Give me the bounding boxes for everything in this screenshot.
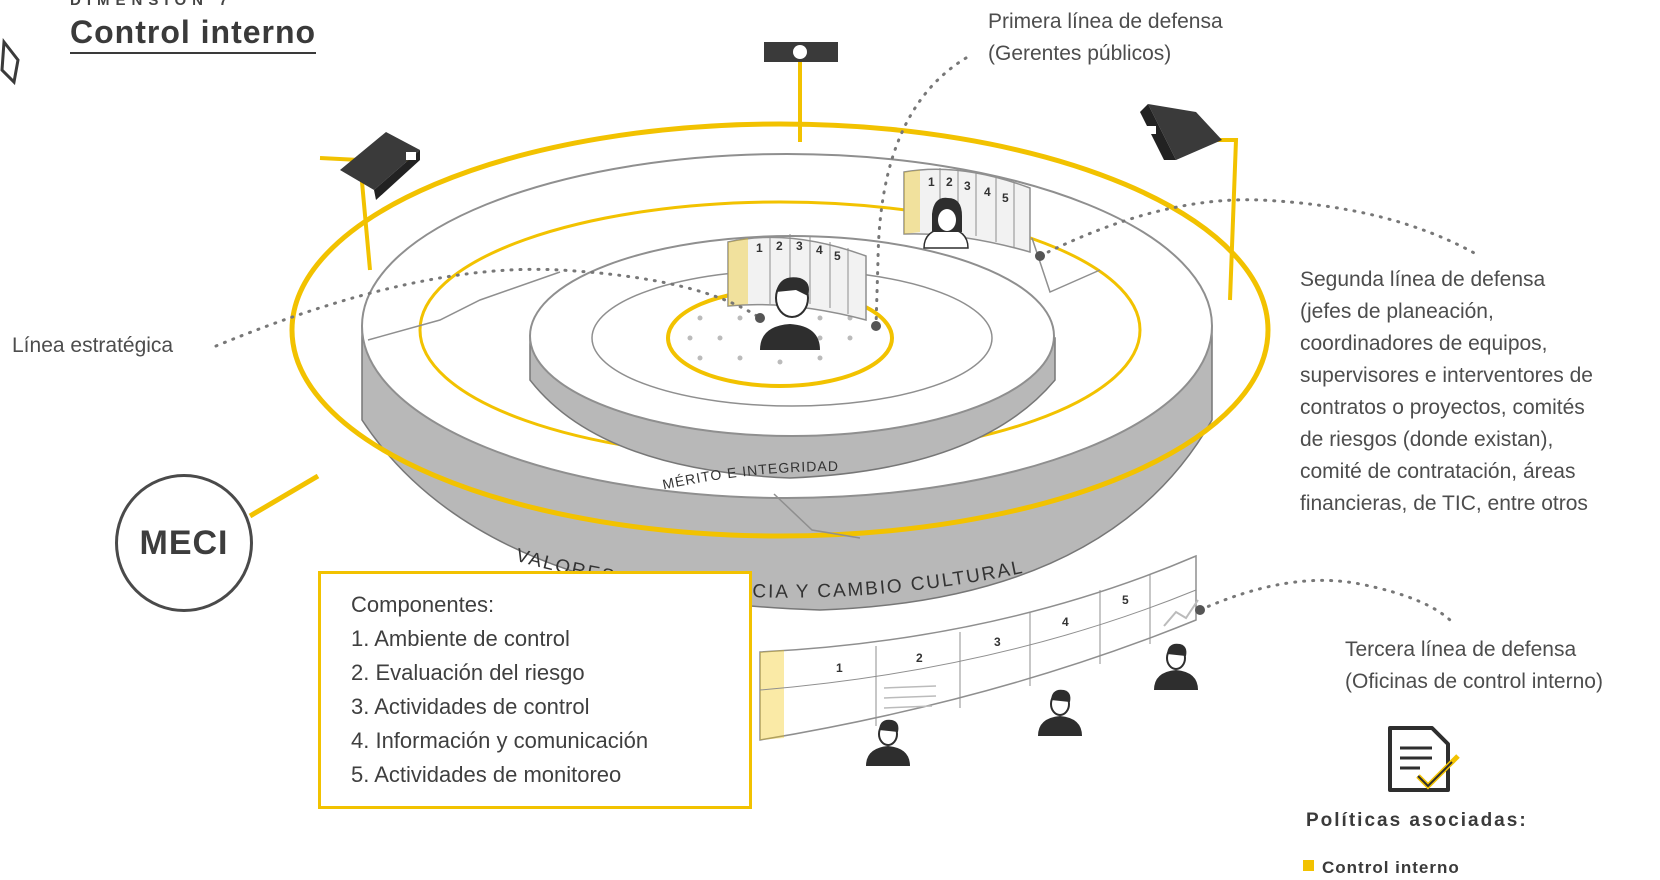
outer-wall-num: 3 xyxy=(994,635,1001,649)
center-panel-num: 5 xyxy=(834,249,841,263)
center-panel-num: 2 xyxy=(776,239,783,253)
center-panel-num: 1 xyxy=(756,241,763,255)
third-line-detail: (Oficinas de control interno) xyxy=(1345,670,1603,693)
center-dots xyxy=(687,315,853,365)
camera-right-icon xyxy=(1140,104,1222,160)
component-item: 3. Actividades de control xyxy=(351,694,590,719)
dimension-kicker: DIMENSIÓN 7 xyxy=(70,0,234,9)
camera-top-icon xyxy=(764,42,838,62)
strategic-person-icon xyxy=(760,277,820,350)
center-panel-num: 4 xyxy=(816,243,823,257)
second-line-text: comité de contratación, áreas xyxy=(1300,460,1576,483)
first-line-person-icon xyxy=(923,197,969,249)
first-line-title: Primera línea de defensa xyxy=(988,10,1223,33)
callout-dots xyxy=(755,251,1205,615)
components-list: 1. Ambiente de control 2. Evaluación del… xyxy=(351,622,749,792)
second-line-text: contratos o proyectos, comités xyxy=(1300,396,1585,419)
meci-connector xyxy=(248,473,320,519)
page-title: Control interno xyxy=(70,14,317,54)
components-title: Componentes: xyxy=(351,592,495,617)
third-line-person-icon xyxy=(866,719,910,766)
second-line-text: de riesgos (donde existan), xyxy=(1300,428,1554,451)
first-line-detail: (Gerentes públicos) xyxy=(988,42,1172,65)
pencil-icon xyxy=(0,37,20,86)
third-line-person-icon xyxy=(1154,643,1198,690)
document-check-icon xyxy=(1388,726,1460,792)
second-line-text: (jefes de planeación, xyxy=(1300,300,1494,323)
component-item: 1. Ambiente de control xyxy=(351,626,570,651)
second-line-text: supervisores e interventores de xyxy=(1300,364,1593,387)
second-line-text: Segunda línea de defensa xyxy=(1300,268,1546,291)
third-line-title: Tercera línea de defensa xyxy=(1345,638,1577,661)
policy-bullet-icon xyxy=(1303,860,1314,871)
camera-left-icon xyxy=(340,132,420,200)
meci-badge: MECI xyxy=(115,474,253,612)
second-line-text: coordinadores de equipos, xyxy=(1300,332,1548,355)
first-line-label: Primera línea de defensa (Gerentes públi… xyxy=(988,6,1223,70)
outer-wall-num: 4 xyxy=(1062,615,1069,629)
policies-title: Políticas asociadas: xyxy=(1306,810,1528,831)
component-item: 2. Evaluación del riesgo xyxy=(351,660,585,685)
first-panel-num: 4 xyxy=(984,185,991,199)
strategic-line-label: Línea estratégica xyxy=(12,334,174,357)
outer-wall-num: 1 xyxy=(836,661,843,675)
outer-wall: 1 2 3 4 5 xyxy=(759,554,1199,741)
first-panel-num: 5 xyxy=(1002,191,1009,205)
outer-wall-num: 2 xyxy=(916,651,923,665)
callout-lines xyxy=(214,56,1478,626)
components-box: Componentes: 1. Ambiente de control 2. E… xyxy=(318,571,752,809)
first-panel-num: 3 xyxy=(964,179,971,193)
third-line-person-icon xyxy=(1038,689,1082,736)
meci-ring xyxy=(289,121,1271,539)
outer-wall-num: 5 xyxy=(1122,593,1129,607)
component-item: 5. Actividades de monitoreo xyxy=(351,762,622,787)
third-line-label: Tercera línea de defensa (Oficinas de co… xyxy=(1345,634,1603,698)
second-line-text: financieras, de TIC, entre otros xyxy=(1300,492,1588,515)
first-panel-num: 1 xyxy=(928,175,935,189)
policy-item: Control interno xyxy=(1322,858,1460,877)
center-panel-num: 3 xyxy=(796,239,803,253)
first-panel-num: 2 xyxy=(946,175,953,189)
component-item: 4. Información y comunicación xyxy=(351,728,649,753)
second-line-label: Segunda línea de defensa (jefes de plane… xyxy=(1300,264,1593,520)
